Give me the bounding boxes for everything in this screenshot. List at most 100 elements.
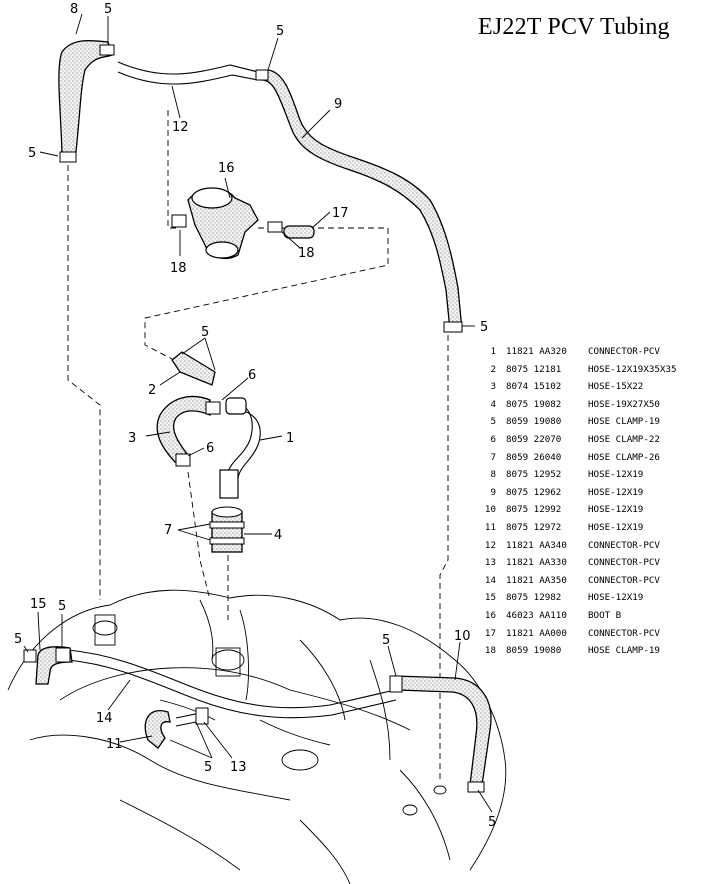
part-index: 12 — [484, 539, 496, 551]
callout-5: 5 — [204, 760, 212, 775]
part-index: 9 — [490, 486, 496, 498]
part-index: 8 — [490, 469, 496, 481]
leader-lines — [23, 13, 493, 813]
parts-list-row: 8 8075 12952 HOSE-12X19 — [478, 466, 722, 484]
part-index: 7 — [490, 451, 496, 463]
callout-8: 8 — [70, 2, 78, 17]
part-description: HOSE-12X19 — [588, 469, 644, 481]
parts-list-row: 15 8075 12982 HOSE-12X19 — [478, 589, 722, 607]
part-index: 14 — [484, 574, 496, 586]
part-index: 10 — [484, 504, 496, 516]
part-number: 46023 AA110 — [506, 609, 567, 621]
clamp-5-hose-10 — [389, 675, 403, 693]
callout-12: 12 — [172, 120, 189, 135]
connector-17 — [283, 225, 315, 239]
hose-10 — [394, 675, 492, 786]
callout-1: 1 — [286, 431, 294, 446]
part-description: CONNECTOR-PCV — [588, 557, 660, 569]
callout-5: 5 — [58, 599, 66, 614]
callout-5: 5 — [104, 2, 112, 17]
part-index: 13 — [484, 557, 496, 569]
parts-list-row: 2 8075 12181 HOSE-12X19X35X35 — [478, 361, 722, 379]
callout-7: 7 — [164, 523, 172, 538]
parts-list-row: 10 8075 12992 HOSE-12X19 — [478, 501, 722, 519]
hose-4-top — [211, 506, 243, 518]
part-description: CONNECTOR-PCV — [588, 574, 660, 586]
part-index: 4 — [490, 398, 496, 410]
clamp-18-right — [267, 221, 283, 233]
connector-1-top — [225, 397, 247, 415]
part-description: CONNECTOR-PCV — [588, 346, 660, 357]
part-number: 8059 22070 — [506, 433, 562, 445]
part-number: 8059 19080 — [506, 416, 562, 428]
connector-12 — [117, 61, 259, 85]
callout-5: 5 — [276, 24, 284, 39]
callout-5: 5 — [14, 632, 22, 647]
callout-17: 17 — [332, 206, 349, 221]
callout-4: 4 — [274, 528, 282, 543]
boot-16 — [187, 187, 259, 259]
callout-16: 16 — [218, 161, 235, 176]
clamp-7-lower — [209, 537, 245, 545]
part-index: 6 — [490, 433, 496, 445]
callout-18: 18 — [298, 246, 315, 261]
part-number: 8075 12952 — [506, 469, 562, 481]
engine-block — [7, 589, 507, 884]
part-description: HOSE CLAMP-19 — [588, 645, 660, 657]
part-number: 8059 19080 — [506, 645, 562, 657]
part-number: 8075 12992 — [506, 504, 562, 516]
part-description: HOSE-12X19 — [588, 486, 644, 498]
parts-list-row: 6 8059 22070 HOSE CLAMP-22 — [478, 431, 722, 449]
part-description: HOSE-19X27X50 — [588, 398, 660, 410]
callout-6: 6 — [248, 368, 256, 383]
part-index: 15 — [484, 592, 496, 604]
clamp-5-far-left — [23, 649, 37, 663]
part-description: HOSE-12X19 — [588, 592, 644, 604]
parts-list-row: 4 8075 19082 HOSE-19X27X50 — [478, 396, 722, 414]
part-number: 8075 19082 — [506, 398, 562, 410]
part-number: 8075 12982 — [506, 592, 562, 604]
part-number: 8075 12181 — [506, 363, 562, 375]
clamp-5-top-mid — [255, 69, 269, 81]
part-index: 11 — [484, 521, 496, 533]
hose-3 — [156, 395, 211, 463]
part-index: 18 — [484, 645, 496, 657]
clamp-5-hose-15 — [55, 647, 71, 663]
part-description: HOSE-12X19 — [588, 504, 644, 516]
diagram-title: EJ22T PCV Tubing — [478, 14, 670, 40]
callout-10: 10 — [454, 629, 471, 644]
callout-5: 5 — [488, 815, 496, 830]
parts-list-row: 14 11821 AA350 CONNECTOR-PCV — [478, 572, 722, 590]
part-index: 2 — [490, 363, 496, 375]
callout-15: 15 — [30, 597, 47, 612]
connector-1-end — [219, 469, 239, 499]
callout-5: 5 — [201, 325, 209, 340]
hose-9 — [260, 69, 463, 331]
part-description: HOSE CLAMP-26 — [588, 451, 660, 463]
part-number: 11821 AA350 — [506, 574, 567, 586]
part-description: HOSE CLAMP-22 — [588, 433, 660, 445]
hose-8 — [58, 39, 113, 161]
part-index: 3 — [490, 381, 496, 393]
part-index: 17 — [484, 627, 496, 639]
part-number: 8075 12972 — [506, 521, 562, 533]
part-index: 5 — [490, 416, 496, 428]
callout-2: 2 — [148, 383, 156, 398]
callout-5: 5 — [480, 320, 488, 335]
part-number: 8059 26040 — [506, 451, 562, 463]
callout-9: 9 — [334, 97, 342, 112]
clamp-5-bottom-right — [467, 781, 485, 793]
callout-3: 3 — [128, 431, 136, 446]
clamp-6-bottom — [175, 453, 191, 467]
part-description: HOSE-12X19X35X35 — [588, 363, 677, 375]
part-index: 1 — [490, 346, 496, 357]
hose-11 — [144, 710, 171, 749]
